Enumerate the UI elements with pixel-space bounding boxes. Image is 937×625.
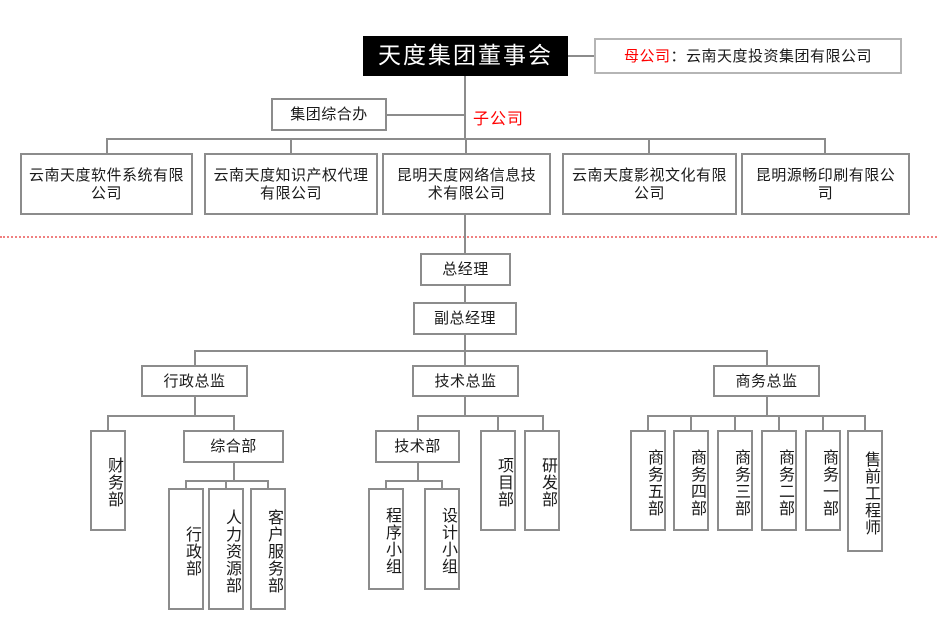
connector-drop-finance-dept	[107, 415, 109, 430]
connector-gm-to-dgm	[464, 286, 466, 302]
connector-drop-director-1	[194, 350, 196, 365]
box-finance-department[interactable]: 财务部	[90, 430, 126, 531]
connector-tech-dept-drop	[417, 463, 419, 480]
connector-drop-business-dept-4	[690, 415, 692, 430]
box-presales-engineer[interactable]: 售前工程师	[847, 430, 883, 552]
connector-drop-project-dept	[497, 415, 499, 430]
parent-company-value: 云南天度投资集团有限公司	[686, 46, 873, 65]
box-human-resources-department[interactable]: 人力资源部	[208, 488, 244, 610]
connector-drop-comprehensive-dept	[233, 415, 235, 430]
parent-company-separator: ：	[670, 46, 686, 65]
connector-directors-bus	[194, 350, 767, 352]
connector-drop-subsidiary-2	[290, 138, 292, 153]
box-customer-service-department[interactable]: 客户服务部	[250, 488, 286, 610]
connector-root-to-parent-note	[568, 55, 594, 57]
box-director-business[interactable]: 商务总监	[713, 365, 820, 397]
connector-drop-director-2	[464, 350, 466, 365]
connector-drop-director-3	[766, 350, 768, 365]
box-technology-department[interactable]: 技术部	[375, 430, 460, 463]
connector-root-trunk	[464, 76, 466, 138]
box-comprehensive-department[interactable]: 综合部	[183, 430, 284, 463]
box-director-admin[interactable]: 行政总监	[141, 365, 248, 397]
connector-drop-tech-dept	[417, 415, 419, 430]
connector-tech-bus	[417, 415, 544, 417]
box-subsidiary-2[interactable]: 云南天度知识产权代理有限公司	[204, 153, 378, 215]
connector-drop-rnd-dept	[542, 415, 544, 430]
connector-drop-business-dept-5	[647, 415, 649, 430]
box-administration-department[interactable]: 行政部	[168, 488, 204, 610]
box-group-comprehensive-office[interactable]: 集团综合办	[271, 98, 387, 131]
parent-company-tag: 母公司	[623, 46, 671, 65]
box-general-manager[interactable]: 总经理	[420, 253, 511, 286]
connector-drop-subsidiary-3	[465, 138, 467, 153]
connector-drop-admin-dept	[185, 480, 187, 488]
box-director-tech[interactable]: 技术总监	[412, 365, 519, 397]
box-rnd-department[interactable]: 研发部	[524, 430, 560, 531]
box-subsidiary-1[interactable]: 云南天度软件系统有限公司	[20, 153, 193, 215]
connector-trunk-to-general-manager	[464, 215, 466, 253]
root-box-board-of-directors[interactable]: 天度集团董事会	[363, 36, 568, 76]
connector-drop-subsidiary-4	[648, 138, 650, 153]
connector-drop-subsidiary-5	[824, 138, 826, 153]
box-deputy-general-manager[interactable]: 副总经理	[413, 302, 517, 335]
box-business-dept-2[interactable]: 商务二部	[761, 430, 797, 531]
note-parent-company: 母公司：云南天度投资集团有限公司	[594, 38, 902, 74]
box-subsidiary-5[interactable]: 昆明源畅印刷有限公司	[741, 153, 910, 215]
connector-comprehensive-drop	[233, 463, 235, 480]
connector-drop-design-group	[441, 480, 443, 488]
box-business-dept-1[interactable]: 商务一部	[805, 430, 841, 531]
section-divider	[0, 236, 937, 238]
connector-business-director-drop	[766, 397, 768, 415]
connector-business-bus	[647, 415, 866, 417]
connector-drop-business-dept-3	[734, 415, 736, 430]
connector-drop-business-dept-2	[778, 415, 780, 430]
box-business-dept-4[interactable]: 商务四部	[673, 430, 709, 531]
connector-admin-director-drop	[194, 397, 196, 415]
connector-admin-bus	[107, 415, 235, 417]
box-project-department[interactable]: 项目部	[480, 430, 516, 531]
connector-dgm-drop	[464, 335, 466, 350]
box-subsidiary-4[interactable]: 云南天度影视文化有限公司	[562, 153, 737, 215]
label-subsidiaries: 子公司	[473, 109, 525, 128]
connector-drop-subsidiary-1	[106, 138, 108, 153]
box-business-dept-3[interactable]: 商务三部	[717, 430, 753, 531]
connector-drop-customer-service-dept	[267, 480, 269, 488]
box-subsidiary-3[interactable]: 昆明天度网络信息技术有限公司	[382, 153, 551, 215]
box-design-group[interactable]: 设计小组	[424, 488, 460, 590]
connector-group-office-to-trunk	[387, 114, 465, 116]
box-program-group[interactable]: 程序小组	[368, 488, 404, 590]
connector-tech-director-drop	[464, 397, 466, 415]
connector-drop-presales-engineer	[864, 415, 866, 430]
box-business-dept-5[interactable]: 商务五部	[630, 430, 666, 531]
connector-tech-children-bus	[385, 480, 443, 482]
connector-drop-business-dept-1	[822, 415, 824, 430]
connector-drop-hr-dept	[225, 480, 227, 488]
connector-drop-program-group	[385, 480, 387, 488]
